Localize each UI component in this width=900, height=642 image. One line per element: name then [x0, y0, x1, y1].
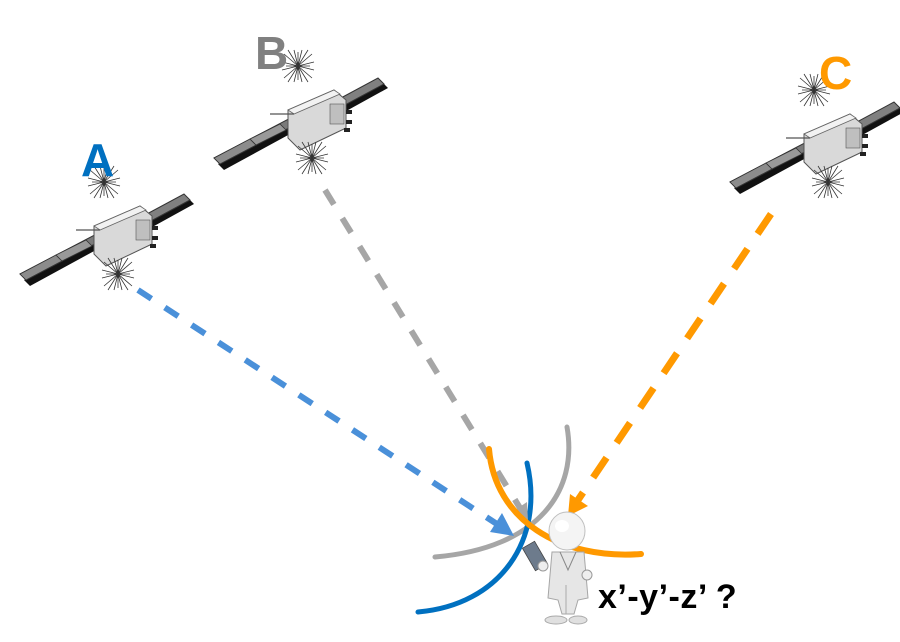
- person-with-clipboard-icon: [521, 511, 593, 625]
- arrowhead-b-icon: [512, 502, 528, 521]
- range-arc-b: [432, 424, 572, 560]
- signal-line-a: [136, 287, 514, 536]
- satellite-c-label: C: [819, 47, 853, 99]
- satellite-b-label: B: [255, 27, 289, 79]
- arrowhead-a-icon: [490, 513, 514, 536]
- satellite-b-icon: [214, 50, 388, 174]
- arrowhead-c-icon: [568, 494, 588, 516]
- range-arc-c: [486, 446, 644, 558]
- signal-line-c: [568, 212, 774, 516]
- range-arc-a: [415, 460, 534, 615]
- satellite-a-label: A: [81, 134, 115, 186]
- satellite-c-icon: [730, 74, 900, 198]
- unknown-position-label: x’-y’-z’ ?: [598, 578, 738, 616]
- signal-line-b: [322, 188, 528, 521]
